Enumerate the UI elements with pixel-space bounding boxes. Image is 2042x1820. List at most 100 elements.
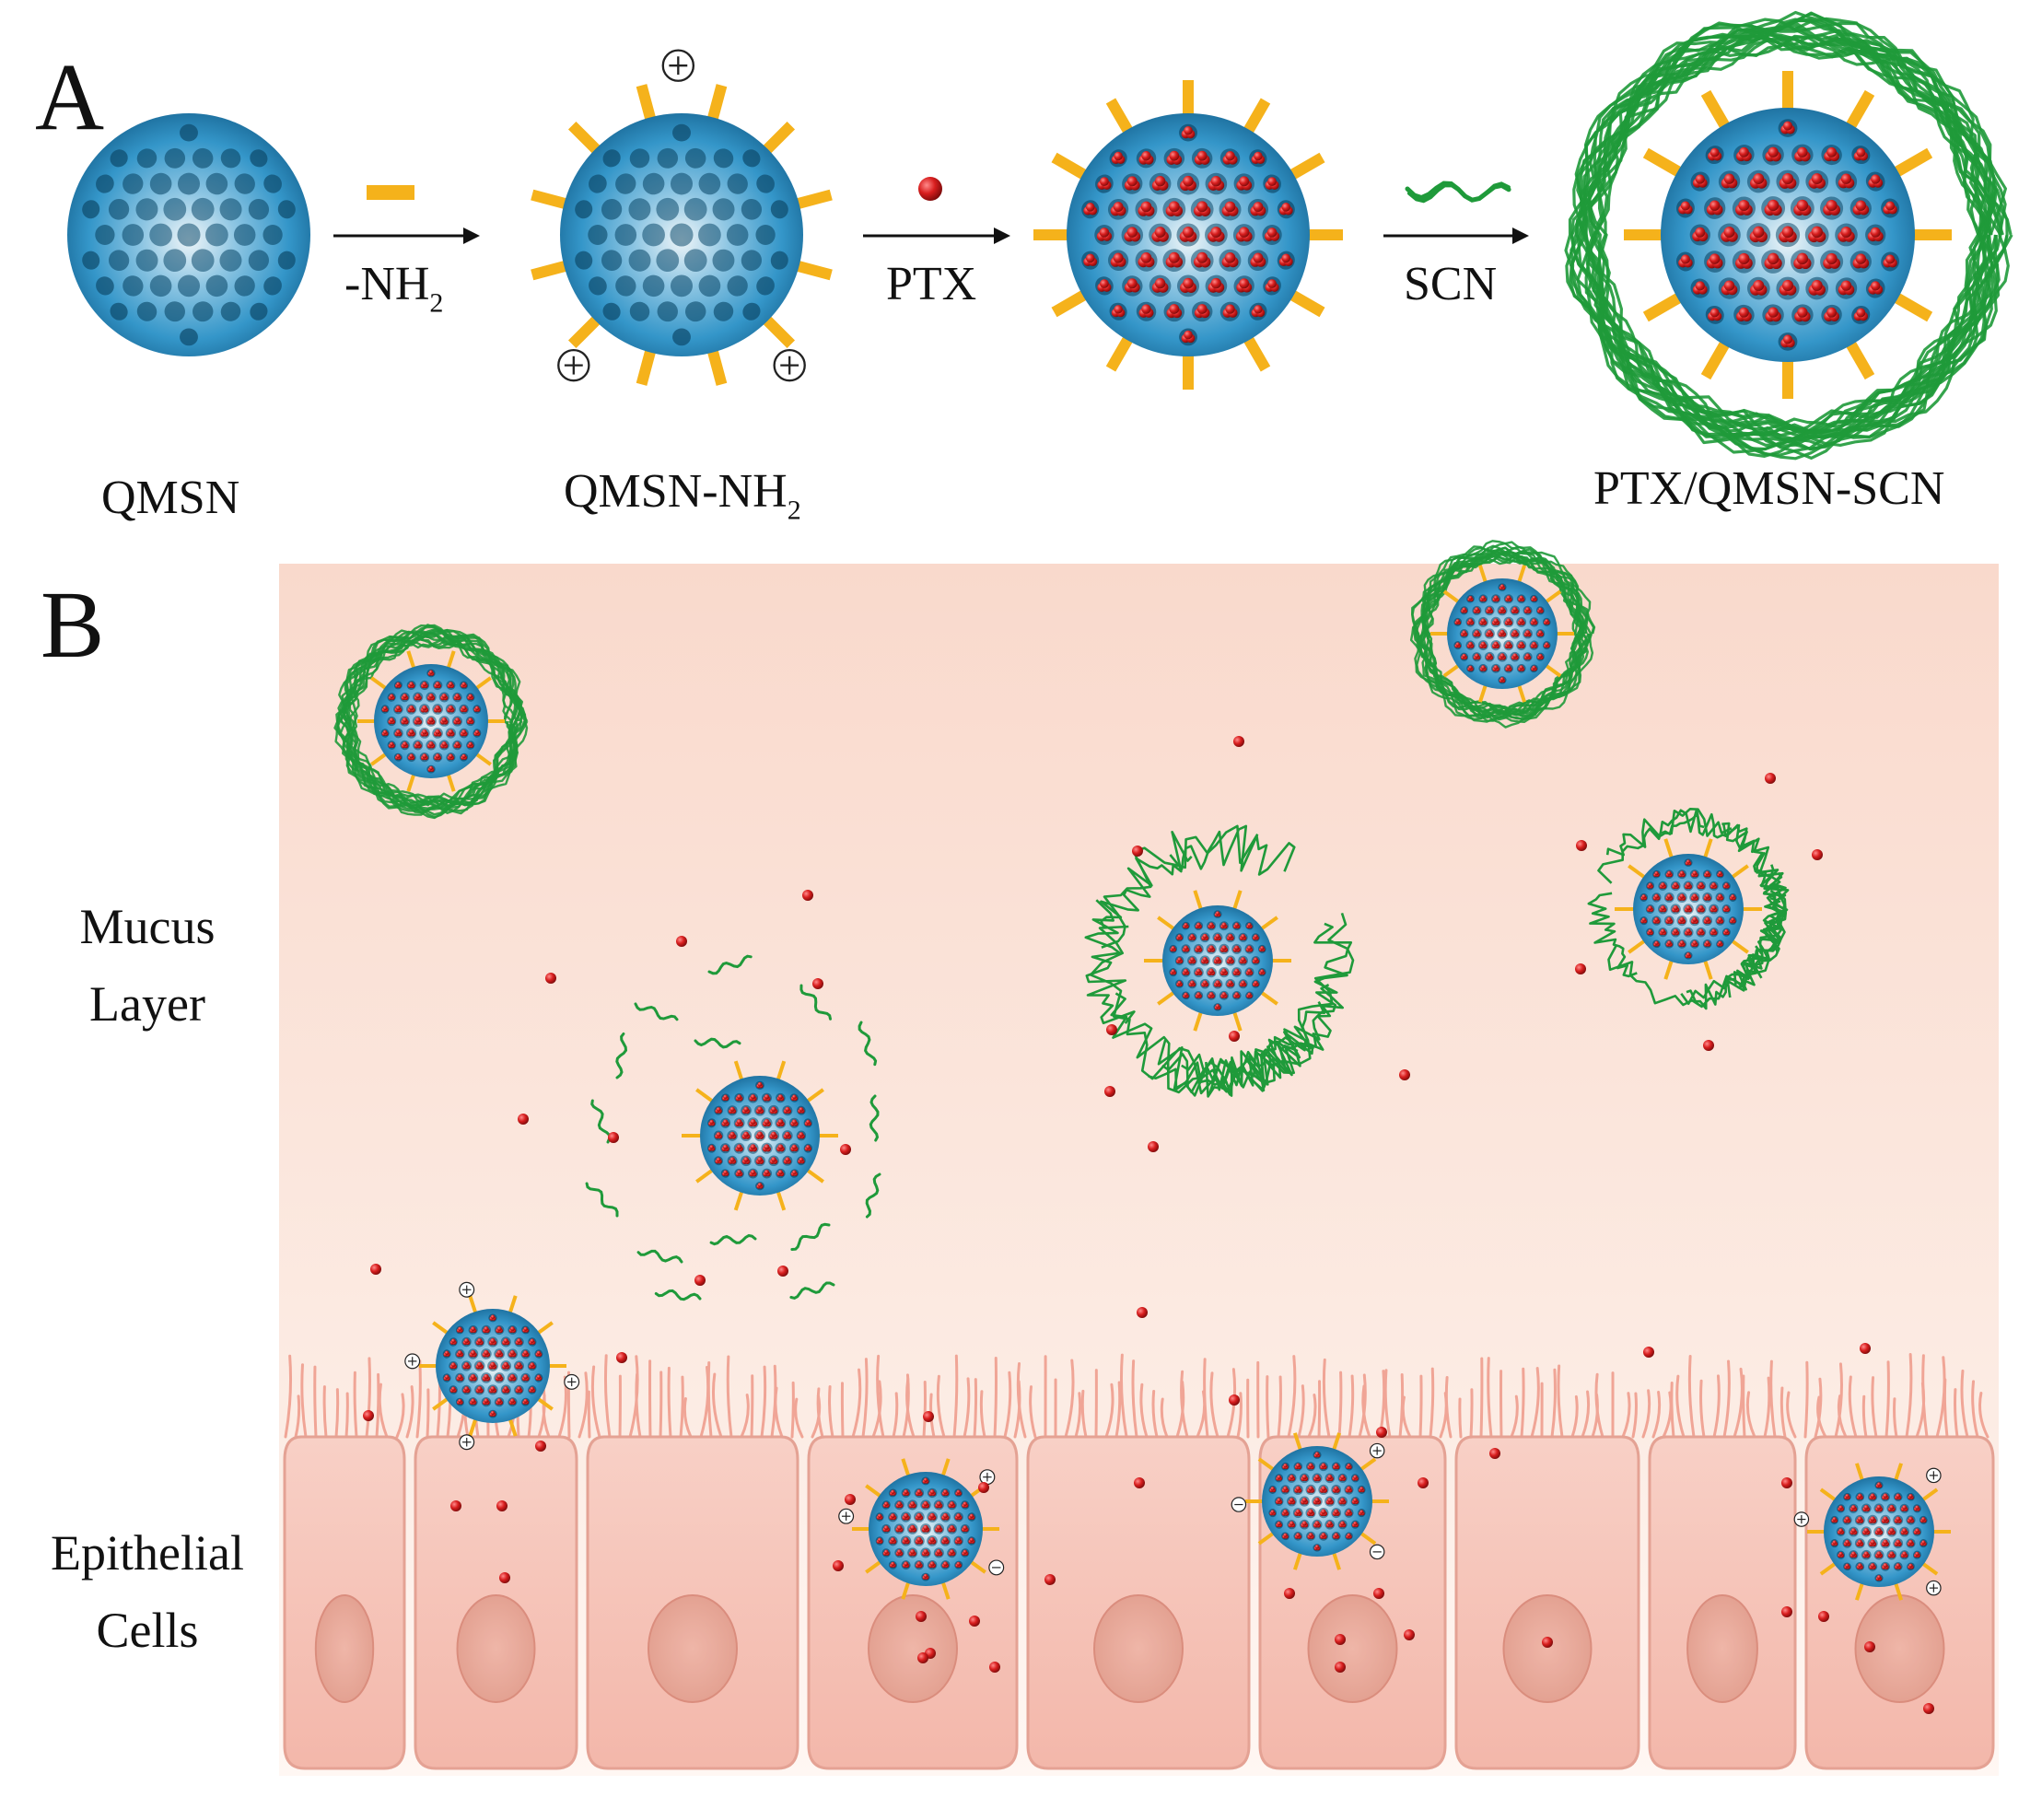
drug-molecule — [458, 1327, 461, 1331]
pore — [671, 173, 693, 195]
free-drug-molecule — [1106, 1024, 1117, 1035]
microvillus — [1481, 1359, 1482, 1437]
drug-molecule — [1705, 940, 1709, 945]
drug-molecule — [1738, 253, 1749, 264]
drug-molecule — [471, 1374, 475, 1379]
drug-molecule — [1114, 202, 1124, 212]
drug-molecule — [950, 1549, 954, 1554]
drug-molecule — [396, 754, 400, 758]
drug-molecule — [1234, 969, 1239, 974]
pore — [177, 223, 200, 246]
free-drug-molecule — [1781, 1606, 1792, 1617]
drug-molecule — [471, 1326, 475, 1331]
drug-molecule — [422, 682, 426, 686]
drug-molecule — [723, 1170, 728, 1174]
drug-molecule — [806, 1120, 811, 1125]
drug-molecule — [383, 730, 388, 735]
drug-molecule — [403, 718, 407, 722]
pore — [672, 329, 691, 346]
drug-molecule — [792, 1170, 797, 1174]
drug-molecule — [751, 1094, 755, 1099]
positive-charge-icon — [1794, 1512, 1808, 1526]
drug-molecule — [1545, 642, 1548, 646]
drug-molecule — [937, 1501, 941, 1506]
drug-molecule — [1718, 917, 1722, 922]
drug-molecule — [1247, 969, 1252, 974]
amine-group — [766, 320, 791, 344]
free-drug-molecule — [777, 1266, 788, 1277]
drug-molecule — [1705, 871, 1709, 876]
drug-molecule — [1197, 151, 1208, 161]
drug-molecule — [963, 1550, 967, 1555]
drug-molecule — [1172, 969, 1175, 973]
drug-molecule — [1711, 928, 1716, 933]
drug-molecule — [409, 682, 414, 686]
drug-molecule — [1908, 1564, 1912, 1568]
drug-molecule — [484, 1374, 489, 1380]
amine-group — [1248, 339, 1266, 369]
drug-molecule — [1506, 618, 1511, 623]
drug-molecule — [1525, 607, 1530, 612]
drug-molecule — [1710, 148, 1720, 158]
drug-molecule — [1845, 1540, 1849, 1545]
drug-molecule — [1347, 1487, 1351, 1491]
drug-molecule — [1277, 1522, 1280, 1525]
drug-molecule — [1753, 227, 1764, 238]
drug-molecule — [1211, 176, 1221, 186]
drug-molecule — [1768, 307, 1778, 317]
drug-molecule — [737, 1170, 741, 1174]
drug-molecule — [956, 1537, 961, 1542]
drug-molecule — [1283, 1487, 1288, 1491]
drug-molecule — [937, 1549, 941, 1554]
drug-molecule — [1184, 946, 1188, 951]
drug-molecule — [1532, 642, 1536, 647]
amine-group — [713, 86, 722, 120]
drug-molecule — [1499, 653, 1504, 658]
drug-molecule — [897, 1549, 902, 1554]
drug-molecule — [390, 742, 394, 747]
drug-molecule — [1488, 607, 1492, 612]
free-drug-molecule — [1860, 1343, 1871, 1354]
drug-molecule — [445, 1351, 449, 1356]
free-drug-molecule — [989, 1662, 1000, 1673]
drug-molecule — [497, 1398, 502, 1403]
microvillus — [315, 1367, 316, 1437]
free-drug-molecule — [1148, 1141, 1159, 1152]
free-drug-molecule — [840, 1144, 851, 1155]
drug-molecule — [897, 1525, 902, 1530]
drug-molecule — [1885, 254, 1895, 263]
drug-molecule — [1215, 980, 1219, 985]
microvillus — [1267, 1377, 1268, 1437]
free-drug-molecule — [845, 1494, 856, 1505]
drug-molecule — [1506, 642, 1511, 647]
drug-molecule — [757, 1106, 763, 1112]
drug-molecule — [1239, 278, 1249, 288]
drug-molecule — [1877, 1482, 1881, 1486]
drug-molecule — [1692, 871, 1697, 876]
amine-group — [1706, 93, 1725, 126]
drug-molecule — [1845, 1517, 1849, 1522]
drug-molecule — [1183, 278, 1194, 289]
free-drug-molecule — [1229, 1031, 1240, 1042]
drug-molecule — [916, 1489, 921, 1494]
free-drug-molecule — [1335, 1634, 1346, 1645]
free-drug-molecule — [1104, 1086, 1115, 1097]
free-drug-molecule — [496, 1500, 508, 1511]
drug-molecule — [1686, 859, 1690, 863]
drug-molecule — [1215, 957, 1219, 962]
drug-molecule — [1281, 253, 1290, 262]
drug-molecule — [1877, 1575, 1881, 1579]
free-drug-molecule — [812, 978, 823, 989]
drug-molecule — [1499, 607, 1504, 612]
drug-molecule — [1674, 928, 1678, 933]
drug-molecule — [1302, 1521, 1307, 1525]
drug-molecule — [1870, 1540, 1874, 1545]
free-drug-molecule — [1132, 846, 1143, 857]
drug-molecule — [1858, 1563, 1862, 1568]
drug-molecule — [878, 1538, 882, 1543]
positive-charge-icon — [663, 51, 694, 81]
drug-molecule — [771, 1106, 776, 1112]
drug-molecule — [1225, 151, 1234, 160]
drug-molecule — [1184, 126, 1193, 135]
drug-molecule — [1519, 665, 1523, 670]
